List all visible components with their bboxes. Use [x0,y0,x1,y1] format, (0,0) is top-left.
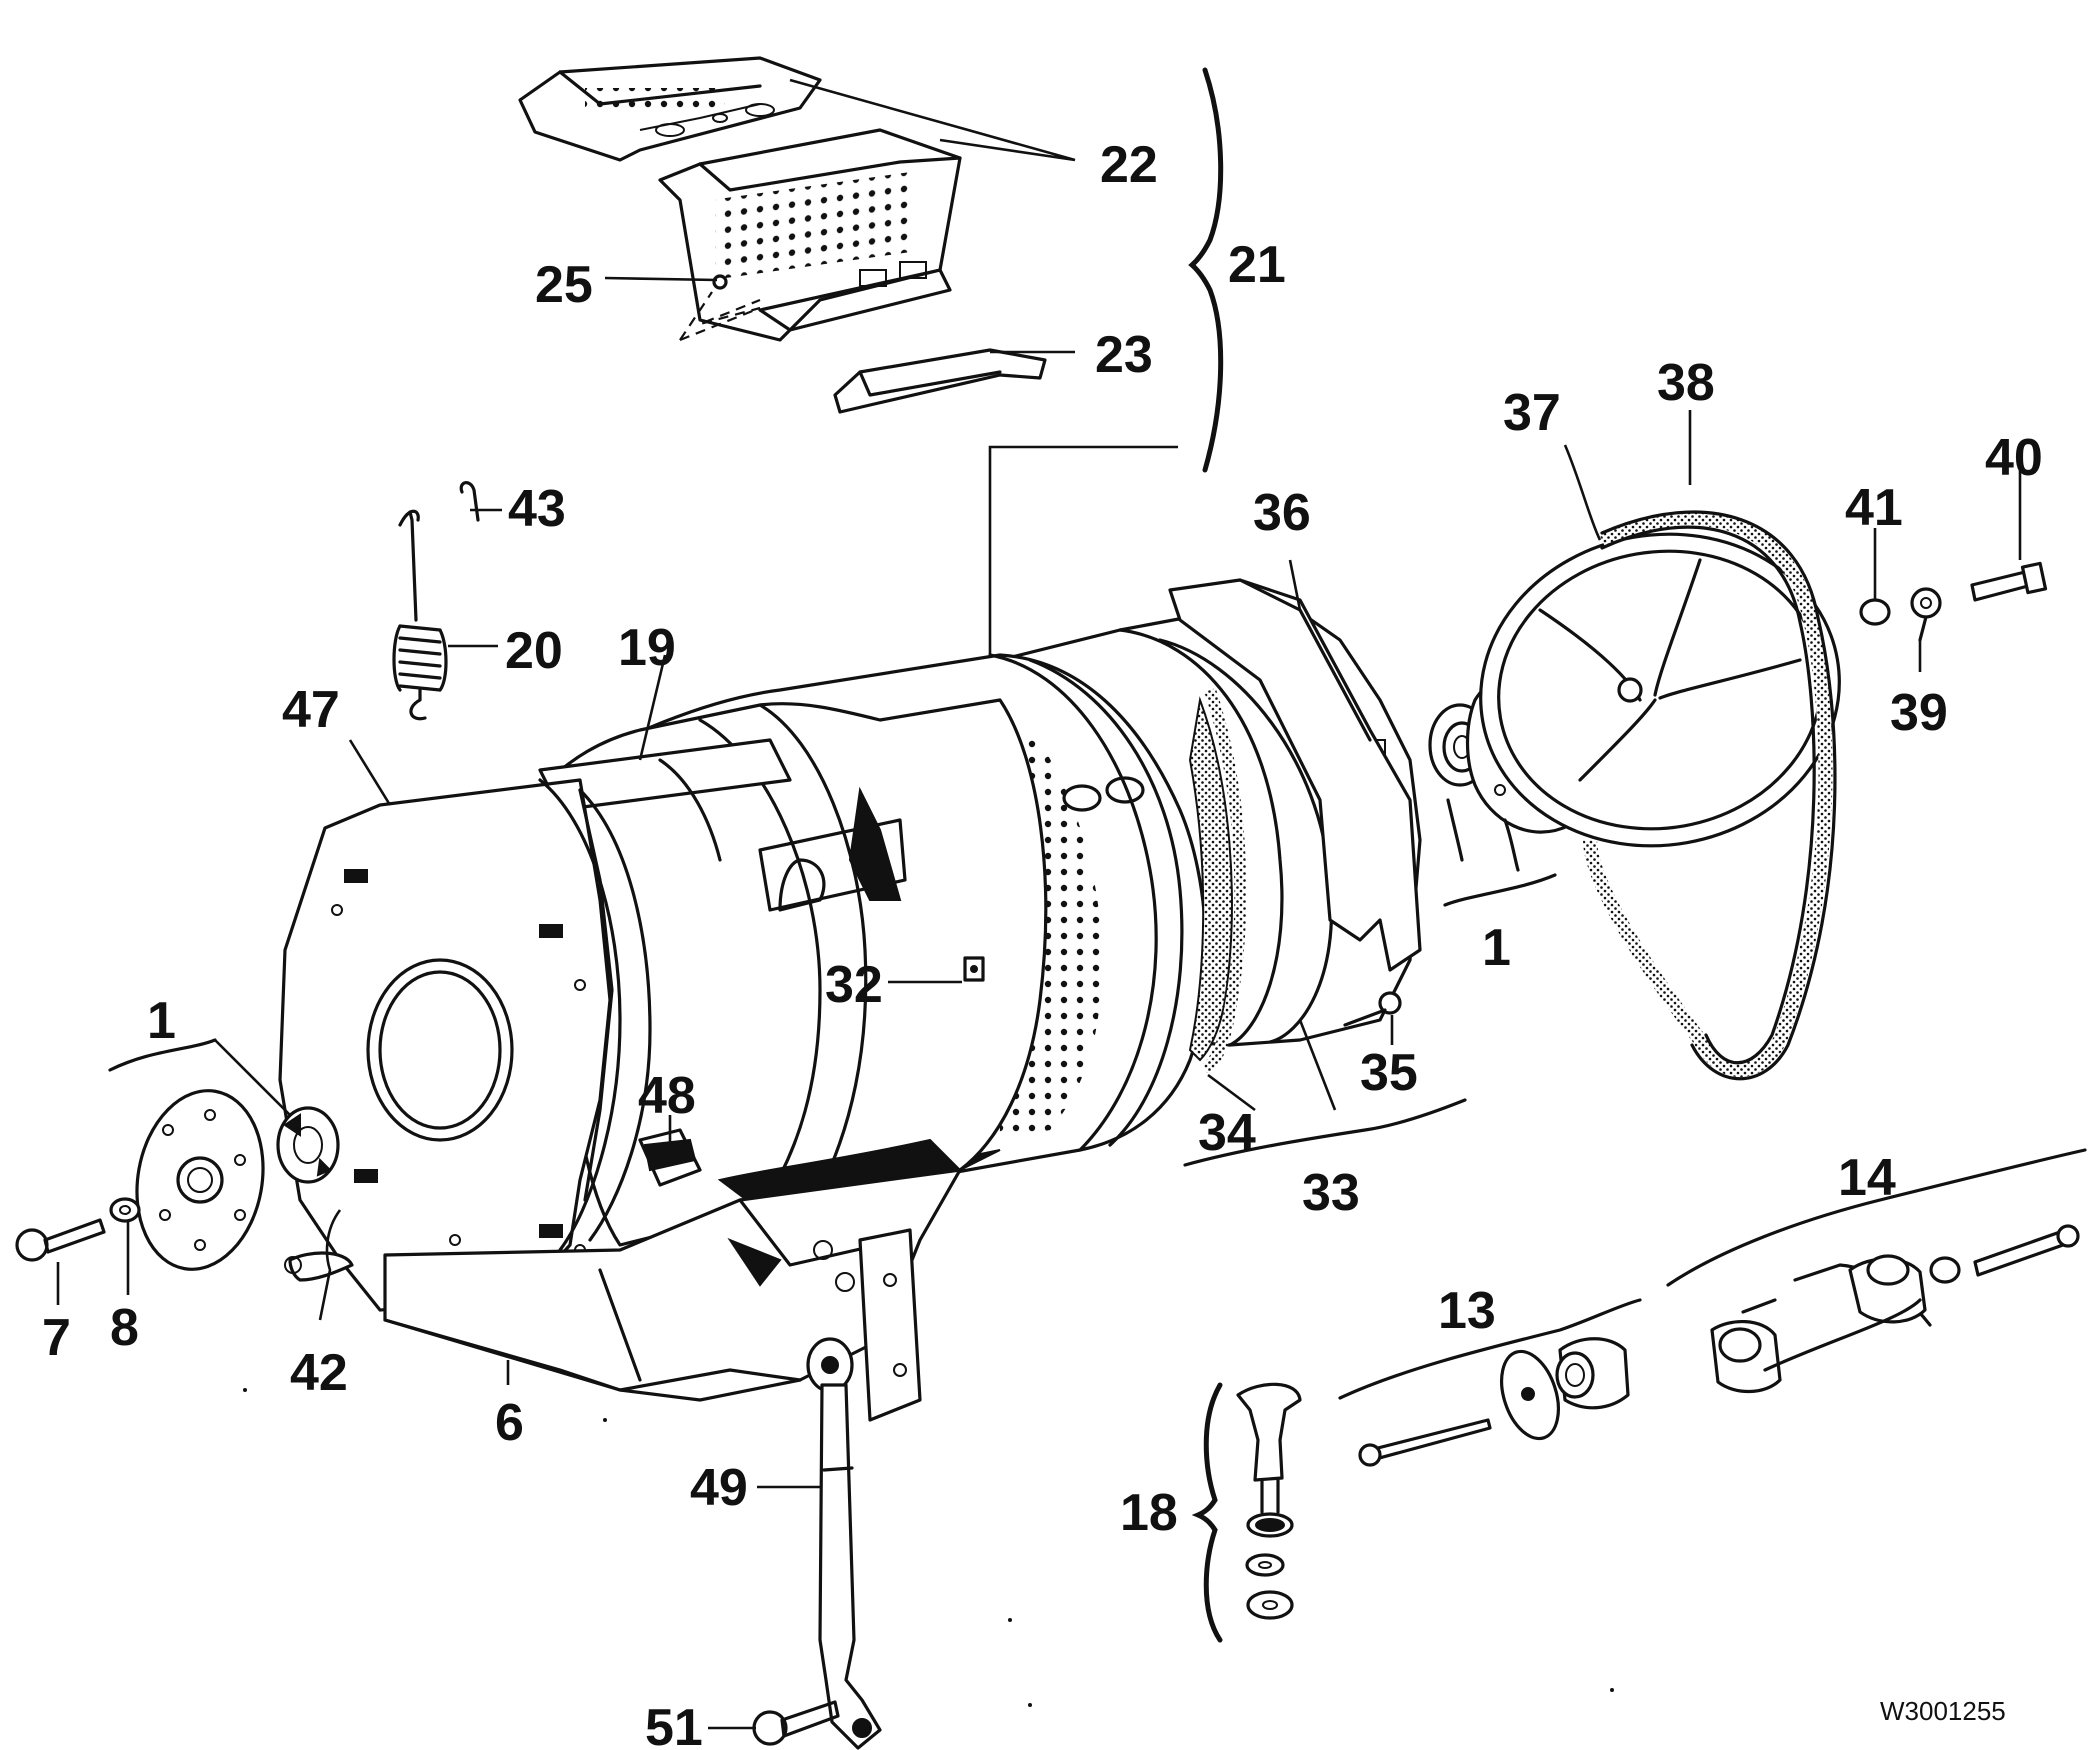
front-inner-bracket [638,1128,702,1187]
label-8: 8 [110,1299,139,1357]
label-33: 33 [1302,1164,1360,1222]
adjustable-foot-assembly [1236,1382,1302,1620]
bracket-13 [1338,1298,1642,1400]
bracket-1-left [108,1038,217,1072]
label-19: 19 [618,619,676,677]
label-14: 14 [1838,1149,1896,1207]
label-18: 18 [1120,1484,1178,1542]
label-21: 21 [1228,236,1286,294]
leader-34 [1207,1019,1337,1112]
tub-clamp-screw [1343,991,1402,1027]
label-22: 22 [1100,136,1158,194]
brace-21 [1188,67,1224,473]
label-47: 47 [282,681,340,739]
label-36: 36 [1253,484,1311,542]
motor-mount-assembly [1710,1224,2080,1394]
label-6: 6 [495,1394,524,1452]
drum-front-shell [538,698,1048,1247]
label-34: 34 [1198,1104,1256,1162]
bracket-14 [1666,1148,2087,1287]
bracket-1-right-lines [1446,798,1520,872]
tub-front-half [278,778,652,1312]
earth-lug [1910,587,1942,642]
label-25: 25 [535,256,593,314]
label-13: 13 [1438,1282,1496,1340]
pulley-bolt [1970,561,2048,602]
flange-bolt [15,1218,106,1262]
leader-19 [638,654,667,761]
drawing-code: W3001255 [1880,1696,2006,1726]
label-49: 49 [690,1459,748,1517]
spring-hook [459,481,480,522]
leader-21-drum [988,445,1178,655]
shock-absorber-pin [752,1700,840,1746]
bracket-33 [1183,1098,1467,1167]
paddle-base-rail [833,348,1047,414]
label-42: 42 [290,1344,348,1402]
label-39: 39 [1890,684,1948,742]
front-bearing-seal [276,1106,340,1184]
leader-1-left [214,1039,291,1116]
front-bearing-flange [135,1089,265,1271]
drive-belt [1583,510,1837,1081]
label-32: 32 [825,956,883,1014]
scan-specks [243,1388,1614,1707]
leader-25 [604,276,718,282]
bracket-1-right [1443,873,1557,907]
leader-37 [1563,444,1602,541]
flange-washer [109,1197,141,1223]
label-41: 41 [1845,479,1903,537]
brace-18 [1191,1382,1223,1643]
shock-absorber [806,1337,882,1750]
label-37: 37 [1503,384,1561,442]
drum-paddle-lower [658,128,962,342]
part-labels: 22 21 25 23 37 38 40 41 39 36 43 20 19 4… [42,136,2043,1750]
label-23: 23 [1095,326,1153,384]
label-35: 35 [1360,1044,1418,1102]
pulley-washer [1859,598,1891,626]
suspension-spring [392,509,448,721]
label-43: 43 [508,480,566,538]
drum-paddle-upper [518,56,822,162]
leader-47 [348,739,392,806]
label-1-left: 1 [147,992,176,1050]
label-51: 51 [645,1699,703,1750]
tub-mounting-bracket [813,1228,922,1422]
label-1-right: 1 [1482,919,1511,977]
leader-42 [318,1209,342,1321]
tub-base-frame [383,1168,962,1402]
label-40: 40 [1985,429,2043,487]
rubber-foot-mount [1358,1337,1630,1467]
bearing-clamp [284,1251,354,1282]
label-48: 48 [638,1067,696,1125]
tub-seal-ring [1201,688,1247,1075]
label-7: 7 [42,1309,71,1367]
leader-36 [1288,559,1302,611]
leader-22 [789,78,1076,162]
label-38: 38 [1657,354,1715,412]
label-20: 20 [505,622,563,680]
